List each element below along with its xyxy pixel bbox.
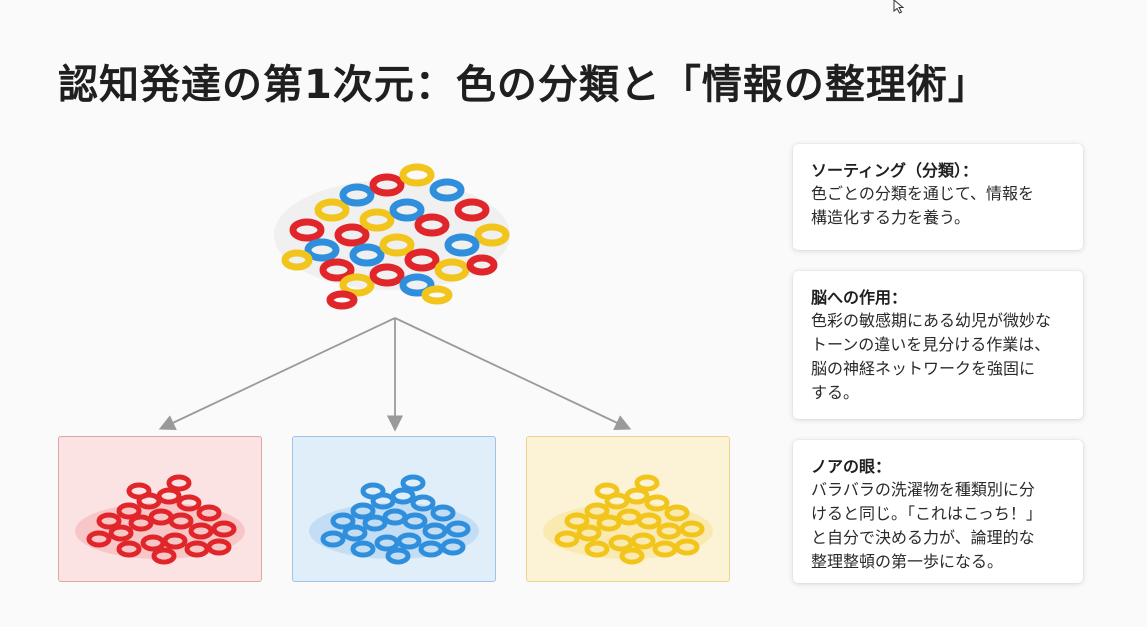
- red-chain-heap-image: [75, 474, 245, 565]
- card-brain-effect-body: 色彩の敏感期にある幼児が微妙な トーンの違いを見分ける作業は、 脳の神経ネットワ…: [811, 311, 1052, 402]
- red-chain-box: [58, 436, 262, 582]
- mouse-cursor-icon: [893, 0, 905, 14]
- slide-title: 認知発達の第1次元：色の分類と「情報の整理術」: [58, 62, 989, 108]
- card-sorting-heading: ソーティング（分類）：: [811, 161, 979, 180]
- mixed-chain-heap-image: [274, 163, 510, 310]
- card-brain-effect-heading: 脳への作用：: [811, 288, 908, 307]
- blue-chain-box: [292, 436, 496, 582]
- yellow-chain-heap-image: [543, 474, 713, 565]
- arrow-to-red: [158, 317, 396, 430]
- card-brain-effect: 脳への作用： 色彩の敏感期にある幼児が微妙な トーンの違いを見分ける作業は、 脳…: [793, 271, 1083, 419]
- card-sorting: ソーティング（分類）： 色ごとの分類を通じて、情報を 構造化する力を養う。: [793, 144, 1083, 250]
- card-noah-eye: ノアの眼： バラバラの洗濯物を種類別に分 けると同じ。「これはこっち！」 と自分…: [793, 440, 1083, 583]
- card-sorting-body: 色ごとの分類を通じて、情報を 構造化する力を養う。: [811, 184, 1035, 227]
- yellow-chain-box: [526, 436, 730, 582]
- blue-chain-heap-image: [309, 474, 479, 565]
- arrow-to-yellow: [394, 317, 632, 430]
- card-noah-eye-heading: ノアの眼：: [811, 457, 892, 476]
- card-noah-eye-body: バラバラの洗濯物を種類別に分 けると同じ。「これはこっち！」 と自分で決める力が…: [811, 480, 1042, 571]
